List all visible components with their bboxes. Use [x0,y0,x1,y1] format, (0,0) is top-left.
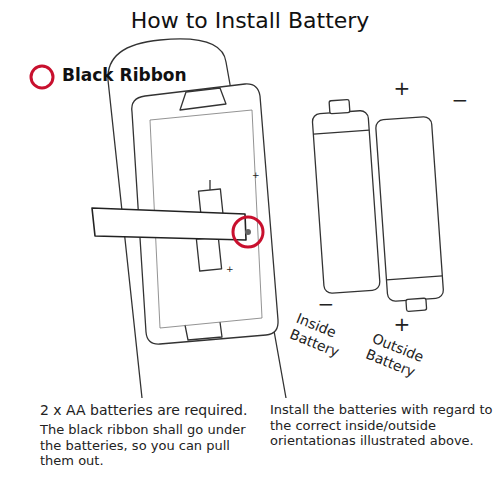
cell-terminal [209,180,210,190]
battery-label: Outside Battery [363,330,450,391]
polarity-mark: + [252,170,264,181]
note-text: The black ribbon shall go under the batt… [40,422,265,469]
note-text: 2 x AA batteries are required. [40,402,270,419]
cell-outline [196,237,221,271]
legend-text: Black Ribbon [62,65,187,85]
polarity-mark: − [450,88,470,112]
inside-battery [311,98,380,293]
compartment-latch [180,88,226,110]
highlight-circle [233,217,263,247]
battery-label: Inside Battery [287,310,374,371]
legend-circle [31,66,53,88]
black-ribbon [92,208,246,240]
polarity-mark: + [226,264,238,275]
polarity-mark: + [392,312,412,336]
note-text: Install the batteries with regard to the… [270,402,495,449]
polarity-mark: − [316,292,336,316]
outside-battery [375,116,444,312]
polarity-mark: + [392,76,412,100]
page-title: How to Install Battery [0,8,500,34]
ribbon-pin [245,229,251,235]
